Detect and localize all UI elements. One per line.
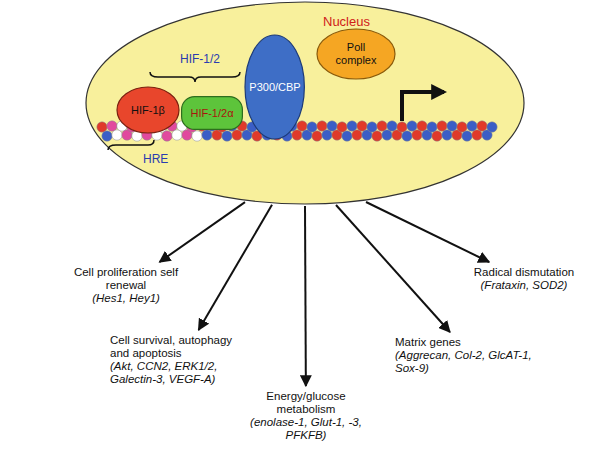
dna-bead [412, 130, 422, 140]
dna-bead [162, 131, 172, 141]
dna-bead [292, 130, 302, 140]
outcome-text: Cell proliferation self renewal(Hes1, He… [70, 266, 182, 305]
dna-bead [467, 121, 477, 131]
dna-bead [407, 121, 417, 131]
dna-bead [342, 131, 352, 141]
dna-bead [232, 130, 242, 140]
outcome-arrow [199, 205, 272, 330]
dna-bead [317, 121, 327, 131]
outcome-arrow [336, 205, 450, 332]
dna-bead [387, 121, 397, 131]
protein-box-fill [182, 97, 243, 130]
dna-bead [357, 121, 367, 131]
protein-box: HIF-1/2α [181, 96, 243, 130]
outcome-text: Energy/glucose metabolism(enolase-1, Glu… [240, 390, 372, 442]
dna-bead [477, 121, 487, 131]
dna-bead [202, 130, 212, 140]
dna-bead [382, 130, 392, 140]
dna-bead [337, 122, 347, 132]
dna-bead [352, 130, 362, 140]
dna-bead [457, 122, 467, 132]
dna-bead [312, 131, 322, 141]
outcome-text: Matrix genes(Aggrecan, Col-2, GlcAT-1, S… [395, 336, 547, 375]
outcome-text: Cell survival, autophagy and apoptosis(A… [110, 334, 252, 386]
polymerase-ellipse: Poll complex [316, 28, 396, 80]
gene-list: (Frataxin, SOD2) [462, 279, 586, 292]
dna-bead [102, 131, 112, 141]
dna-bead [487, 122, 497, 132]
polymerase-ellipse-fill [317, 29, 395, 79]
dna-bead [97, 122, 107, 132]
dna-bead [462, 131, 472, 141]
dna-bead [472, 130, 482, 140]
bracket [150, 72, 240, 82]
transcription-arrow [402, 92, 444, 121]
dna-bead [172, 130, 182, 140]
bracket-label: HRE [143, 152, 168, 166]
dna-bead [372, 131, 382, 141]
node-label: HIF-1β [131, 104, 165, 117]
gene-list: (Aggrecan, Col-2, GlcAT-1, Sox-9) [395, 349, 547, 375]
dna-bead [322, 130, 332, 140]
bracket [108, 140, 154, 150]
outcome-heading: Radical dismutation [462, 266, 586, 279]
gene-list: (Hes1, Hey1) [70, 292, 182, 305]
node-label: P300/CBP [249, 81, 300, 94]
dna-bead [417, 121, 427, 131]
node-label: Nucleus [323, 15, 370, 30]
outcome-heading: Cell proliferation self renewal [70, 266, 182, 292]
gene-list: (Akt, CCN2, ERK1/2, Galectin-3, VEGF-A) [110, 360, 252, 386]
outcome-heading: Cell survival, autophagy and apoptosis [110, 334, 252, 360]
outcome-heading: Energy/glucose metabolism [240, 390, 372, 416]
gene-list: (enolase-1, Glut-1, -3, PFKFB) [240, 416, 372, 442]
dna-bead [377, 121, 387, 131]
node-label: Poll complex [330, 41, 382, 66]
dna-bead [437, 121, 447, 131]
protein-ellipse-fill [117, 87, 179, 133]
dna-bead [427, 122, 437, 132]
outcome-arrow [304, 206, 307, 386]
dna-bead [327, 121, 337, 131]
dna-bead [402, 131, 412, 141]
outcome-text: Radical dismutation(Frataxin, SOD2) [462, 266, 586, 292]
node-label: HIF-1/2α [190, 107, 233, 120]
dna-bead [442, 130, 452, 140]
nucleus-ellipse: NucleusHIF-1β HIF-1/2α P300/CBP Poll comple… [85, 1, 525, 205]
dna-bead [192, 131, 202, 141]
coactivator-ellipse-fill [245, 35, 304, 139]
dna-bead [307, 122, 317, 132]
dna-bead [112, 130, 122, 140]
nucleus-ellipse-fill [86, 2, 524, 204]
dna-bead [347, 121, 357, 131]
outcome-heading: Matrix genes [395, 336, 547, 349]
dna-bead [447, 121, 457, 131]
dna-bead [397, 122, 407, 132]
dna-bead [367, 122, 377, 132]
dna-bead [297, 121, 307, 131]
protein-ellipse: HIF-1β [116, 86, 180, 134]
dna-bead [432, 131, 442, 141]
coactivator-ellipse: P300/CBP [244, 34, 305, 140]
outcome-arrow [366, 202, 489, 262]
bracket-label: HIF-1/2 [180, 52, 220, 66]
dna-bead [222, 131, 232, 141]
outcome-arrow [160, 202, 245, 262]
dna-bead [107, 121, 117, 131]
